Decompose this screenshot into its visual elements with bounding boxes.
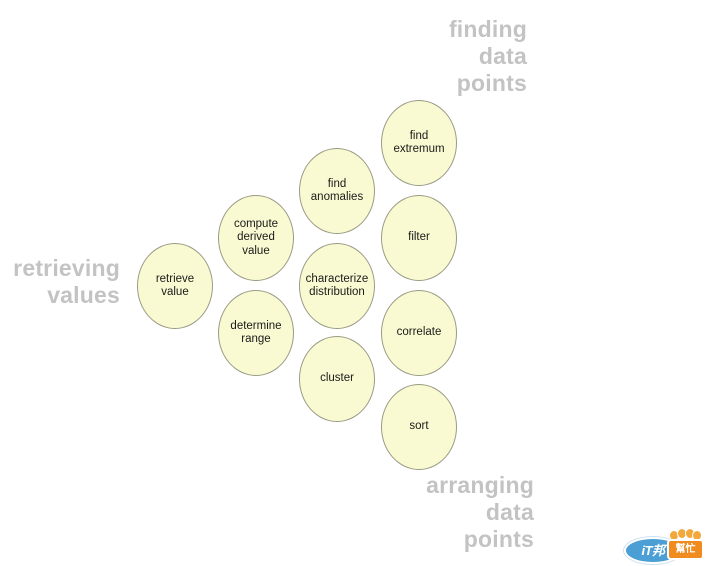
task-node-sort[interactable]: sort [381, 384, 457, 470]
task-node-characterize-distribution[interactable]: characterize distribution [299, 243, 375, 329]
task-node-label: correlate [396, 326, 442, 339]
task-node-cluster[interactable]: cluster [299, 336, 375, 422]
task-node-label: find anomalies [310, 177, 364, 204]
task-node-filter[interactable]: filter [381, 195, 457, 281]
task-node-label: find extremum [393, 129, 445, 156]
task-node-retrieve-value[interactable]: retrieve value [137, 243, 213, 329]
logo-badge: 幫忙 [667, 539, 704, 560]
task-node-label: retrieve value [155, 272, 195, 299]
task-node-label: characterize distribution [305, 272, 369, 299]
group-label-retrieving-values: retrieving values [13, 255, 120, 308]
task-node-label: compute derived value [233, 217, 279, 257]
group-label-finding-data-points: finding data points [448, 16, 527, 96]
group-label-arranging-data-points: arranging data points [426, 472, 534, 552]
task-node-find-anomalies[interactable]: find anomalies [299, 148, 375, 234]
task-node-determine-range[interactable]: determine range [218, 290, 294, 376]
task-node-label: determine range [230, 319, 282, 346]
logo-oval-text: iT邦 [641, 543, 665, 558]
task-node-label: cluster [320, 372, 354, 385]
logo-badge-text: 幫忙 [675, 543, 696, 555]
task-node-find-extremum[interactable]: find extremum [381, 100, 457, 186]
task-node-compute-derived-value[interactable]: compute derived value [218, 195, 294, 281]
task-node-label: filter [408, 231, 430, 244]
task-node-correlate[interactable]: correlate [381, 290, 457, 376]
watermark-logo: iT邦 幫忙 [622, 528, 704, 564]
task-node-label: sort [409, 420, 429, 433]
